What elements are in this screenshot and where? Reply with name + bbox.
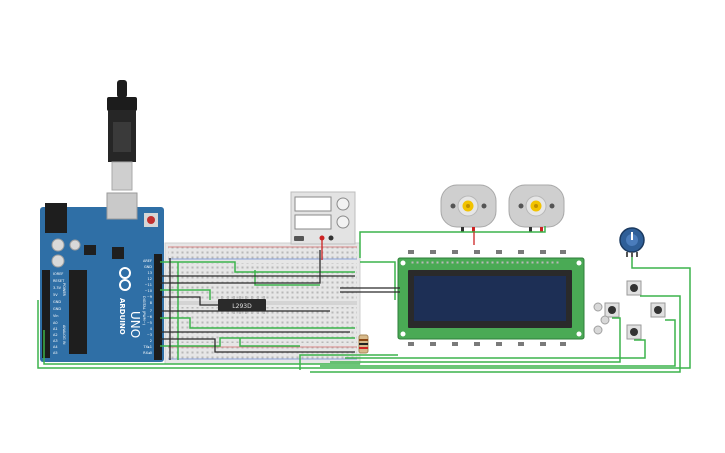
usb-cable-icon <box>107 80 137 191</box>
power-header-label: POWER <box>62 283 66 297</box>
pin-label-a4: A4 <box>53 345 58 349</box>
pin-label-a0: A0 <box>53 321 58 325</box>
pin-label-a1: A1 <box>53 327 58 331</box>
lcd-bottom-pin-marks <box>408 342 566 346</box>
pin-label-d6: ~6 <box>147 315 152 319</box>
l293d-chip: L293D <box>218 296 266 314</box>
arduino-model: UNO <box>128 311 142 338</box>
dc-motor-icon <box>440 184 497 232</box>
pushbutton-icon <box>626 324 642 340</box>
pin-label-gnd-top: GND <box>144 265 152 269</box>
potentiometer-icon <box>619 227 645 257</box>
wires-red <box>321 232 475 260</box>
pin-label-a2: A2 <box>53 333 58 337</box>
power-supply-icon <box>290 191 356 245</box>
pin-label-tx: TX▸1 <box>142 345 152 349</box>
lcd-top-pin-marks <box>408 250 566 254</box>
pin-label-d2: 2 <box>150 339 152 343</box>
pin-label-d3: ~3 <box>147 333 152 337</box>
pin-label-5v: 5V <box>53 293 58 297</box>
pin-label-d8: 8 <box>150 301 152 305</box>
pin-label-3v3: 3.3V <box>53 286 62 290</box>
chip-label: L293D <box>232 303 252 310</box>
pin-label-a5: A5 <box>53 351 58 355</box>
pin-label-gnd2: GND <box>53 307 61 311</box>
pin-label-d11: ~11 <box>145 283 152 287</box>
arduino-uno-board: ARDUINO UNO IOREF RESET 3.3V 5V GND GND … <box>40 192 164 362</box>
dc-power-jack <box>45 203 67 233</box>
pin-label-d7: 7 <box>150 309 152 313</box>
arduino-logo <box>119 267 131 291</box>
pin-label-d5: ~5 <box>147 321 152 325</box>
analog-header-label: ANALOG IN <box>62 325 66 345</box>
pushbutton-icon <box>626 280 642 296</box>
lcd-16x2-display <box>397 257 585 340</box>
wires-black <box>160 250 400 360</box>
pin-label-d12: 12 <box>148 277 152 281</box>
pin-label-ioref: IOREF <box>53 272 63 276</box>
pin-label-aref: AREF <box>143 259 152 263</box>
arduino-brand: ARDUINO <box>118 298 126 335</box>
dc-motor-icon <box>508 184 565 232</box>
pin-label-d4: 4 <box>150 327 153 331</box>
usb-jack <box>106 192 138 220</box>
digital-header-label: DIGITAL (PWM~) <box>142 296 146 326</box>
atmega-chip <box>69 270 87 354</box>
pushbutton-icon <box>650 302 666 318</box>
wires-green <box>37 226 691 373</box>
lcd-screen <box>414 276 566 321</box>
pin-label-d13: 13 <box>148 271 152 275</box>
pin-label-vin: Vin <box>53 314 59 318</box>
pin-label-rx: RX◂0 <box>143 351 152 355</box>
pin-label-reset: RESET <box>53 279 65 283</box>
pushbutton-icon <box>604 302 620 318</box>
button-cluster-leads <box>593 302 610 335</box>
digital-header <box>154 254 162 360</box>
pin-label-gnd1: GND <box>53 300 61 304</box>
pin-label-d10: ~10 <box>145 289 152 293</box>
pin-label-d9: ~9 <box>147 295 152 299</box>
resistor-icon <box>358 334 369 354</box>
pin-label-a3: A3 <box>53 339 58 343</box>
power-analog-header <box>42 270 50 358</box>
